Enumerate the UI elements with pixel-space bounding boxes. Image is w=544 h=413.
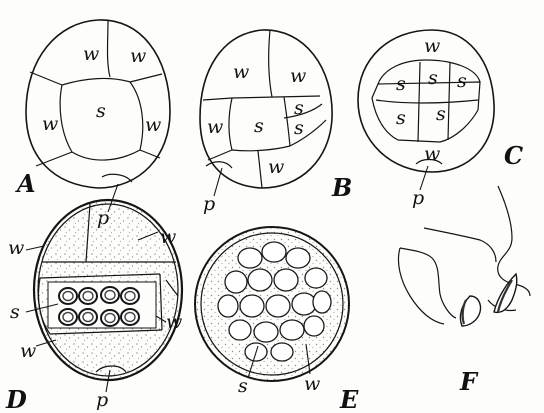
caption-a: A	[15, 169, 36, 198]
wall-label: w	[207, 116, 223, 138]
wall-label: w	[160, 226, 176, 248]
wall-label: w	[42, 113, 58, 135]
sporogenous-label: s	[396, 107, 406, 129]
sporogenous-label: s	[294, 117, 304, 139]
wall-label: w	[424, 35, 440, 57]
wall-label: w	[424, 143, 440, 165]
pore-label: p	[412, 187, 424, 209]
pore-label: p	[96, 389, 108, 411]
wall-label: w	[145, 114, 161, 136]
caption-b: B	[331, 173, 352, 202]
sporogenous-label: s	[254, 115, 264, 137]
wall-label: w	[130, 45, 146, 67]
wall-label: w	[290, 65, 306, 87]
pore-label: p	[203, 193, 215, 215]
wall-label: w	[304, 373, 320, 395]
diagram-a: w w s w w p A	[15, 20, 170, 229]
wall-label: w	[233, 61, 249, 83]
wall-label: w	[268, 156, 284, 178]
wall-label: w	[83, 43, 99, 65]
caption-e: E	[339, 385, 359, 413]
caption-c: C	[504, 141, 523, 170]
diagram-d: w w s w w p D	[5, 200, 182, 413]
sporogenous-label: s	[428, 67, 438, 89]
sporogenous-label: s	[436, 103, 446, 125]
diagram-f: F	[398, 186, 530, 396]
sporogenous-label: s	[10, 301, 20, 323]
diagram-c: w s s s s s w p C	[358, 30, 523, 209]
caption-f: F	[459, 367, 479, 396]
sporogenous-label: s	[238, 375, 248, 397]
sporogenous-label: s	[96, 100, 106, 122]
sporogenous-label: s	[396, 73, 406, 95]
wall-label: w	[20, 340, 36, 362]
sporogenous-label: s	[294, 97, 304, 119]
wall-label: w	[166, 311, 182, 333]
caption-d: D	[5, 385, 27, 413]
wall-label: w	[8, 237, 24, 259]
sporogenous-label: s	[457, 70, 467, 92]
diagram-b: w w s s s w w p B	[200, 30, 352, 215]
diagram-e: s w E	[195, 227, 359, 413]
